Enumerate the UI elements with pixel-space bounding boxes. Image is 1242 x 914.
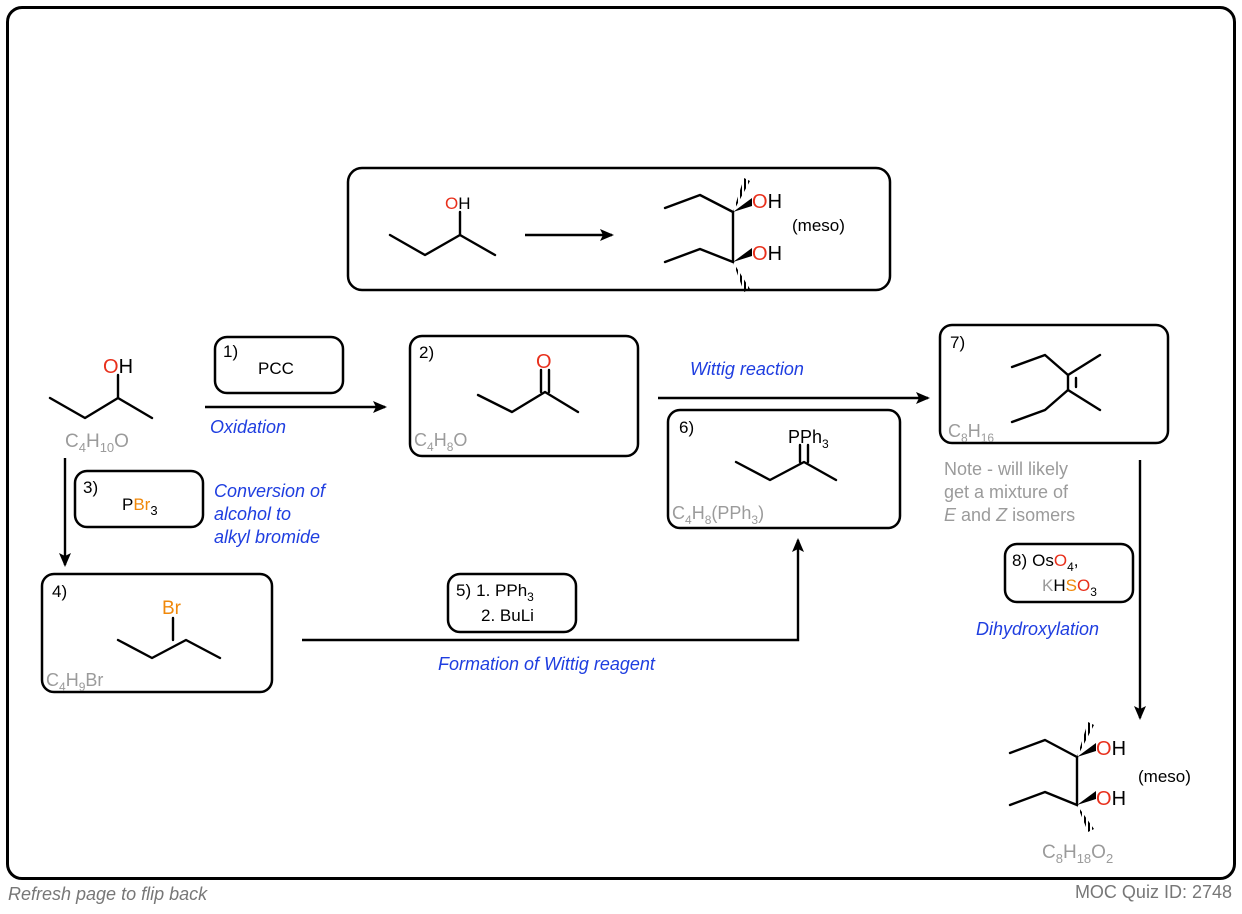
step7-box: 7) C8H16 bbox=[938, 323, 1170, 445]
summary-butanol: OH bbox=[388, 194, 497, 257]
step1-reagent: PCC bbox=[258, 359, 294, 378]
quiz-id: MOC Quiz ID: 2748 bbox=[1074, 882, 1232, 902]
step4-number: 4) bbox=[52, 582, 67, 601]
step5-line1: 5)1. PPh3 bbox=[456, 581, 534, 604]
step3-reagent-box: 3) PBr3 bbox=[73, 469, 205, 529]
step7-note: Note - will likely get a mixture of E an… bbox=[944, 459, 1075, 525]
summary-oh-h: H bbox=[458, 194, 470, 213]
product-h2: H bbox=[1112, 788, 1126, 810]
step7-note-line2: get a mixture of bbox=[944, 482, 1069, 502]
summary-meso-label: (meso) bbox=[792, 216, 845, 235]
summary-box: OH OH OH (meso) bbox=[346, 166, 892, 292]
svg-text:OH: OH bbox=[752, 243, 782, 265]
step6-pph3: PPh3 bbox=[788, 427, 829, 451]
step7-note-line3: E and Z isomers bbox=[944, 505, 1075, 525]
product-formula: C8H18O2 bbox=[1042, 842, 1113, 866]
product-o2: O bbox=[1096, 788, 1112, 810]
step5-label: Formation of Wittig reagent bbox=[438, 654, 656, 674]
step6-number: 6) bbox=[679, 418, 694, 437]
step1-number: 1) bbox=[223, 342, 238, 361]
summary-diol-h2: H bbox=[768, 243, 782, 265]
step2-oxygen: O bbox=[536, 351, 552, 373]
step4-bromine: Br bbox=[162, 598, 182, 619]
quiz-card bbox=[6, 6, 1236, 880]
product-meso-label: (meso) bbox=[1138, 767, 1191, 786]
wittig-label: Wittig reaction bbox=[690, 359, 804, 379]
step1-label: Oxidation bbox=[210, 417, 286, 437]
step4-box: 4) Br C4H9Br bbox=[40, 572, 274, 694]
svg-text:OH: OH bbox=[103, 356, 133, 378]
step8-line2: KHSO3 bbox=[1042, 576, 1097, 599]
step2-formula: C4H8O bbox=[414, 430, 467, 454]
product-o1: O bbox=[1096, 738, 1112, 760]
summary-oh-o: O bbox=[445, 194, 458, 213]
step8-reagent-box: 8)OsO4, KHSO3 bbox=[1003, 542, 1135, 604]
start-butanol: OH C4H10O bbox=[48, 356, 154, 455]
step2-box: 2) O C4H8O bbox=[408, 334, 640, 458]
summary-diol-h1: H bbox=[768, 191, 782, 213]
step3-label-line1: Conversion of bbox=[214, 481, 327, 501]
step2-number: 2) bbox=[419, 343, 434, 362]
summary-diol-o1: O bbox=[752, 191, 768, 213]
summary-diol: OH OH (meso) bbox=[663, 178, 845, 292]
step3-reagent: PBr3 bbox=[122, 495, 158, 518]
step5-arrow bbox=[302, 538, 804, 642]
step3-label-line3: alkyl bromide bbox=[214, 527, 320, 547]
product-diol: OH OH (meso) C8H18O2 bbox=[1008, 722, 1191, 866]
step6-formula: C4H8(PPh3) bbox=[672, 503, 764, 527]
start-oh-h: H bbox=[119, 356, 133, 378]
step3-label-line2: alcohol to bbox=[214, 504, 291, 524]
step8-label: Dihydroxylation bbox=[976, 619, 1099, 639]
summary-diol-o2: O bbox=[752, 243, 768, 265]
svg-text:OH: OH bbox=[752, 191, 782, 213]
refresh-hint[interactable]: Refresh page to flip back bbox=[8, 884, 208, 904]
step7-note-line1: Note - will likely bbox=[944, 459, 1068, 479]
svg-text:OH: OH bbox=[445, 194, 471, 213]
svg-text:OH: OH bbox=[1096, 788, 1126, 810]
product-h1: H bbox=[1112, 738, 1126, 760]
step7-number: 7) bbox=[950, 333, 965, 352]
step3-number: 3) bbox=[83, 478, 98, 497]
step7-formula: C8H16 bbox=[948, 421, 994, 445]
step5-line2: 2. BuLi bbox=[481, 606, 534, 625]
step1-reagent-box: 1) PCC bbox=[213, 335, 345, 395]
start-formula: C4H10O bbox=[65, 431, 129, 455]
step6-box: 6) PPh3 C4H8(PPh3) bbox=[666, 408, 902, 530]
svg-text:OH: OH bbox=[1096, 738, 1126, 760]
start-oh-o: O bbox=[103, 356, 119, 378]
step4-formula: C4H9Br bbox=[46, 670, 103, 694]
step5-reagent-box: 5)1. PPh3 2. BuLi bbox=[446, 572, 578, 634]
step8-line1: 8)OsO4, bbox=[1012, 551, 1079, 574]
